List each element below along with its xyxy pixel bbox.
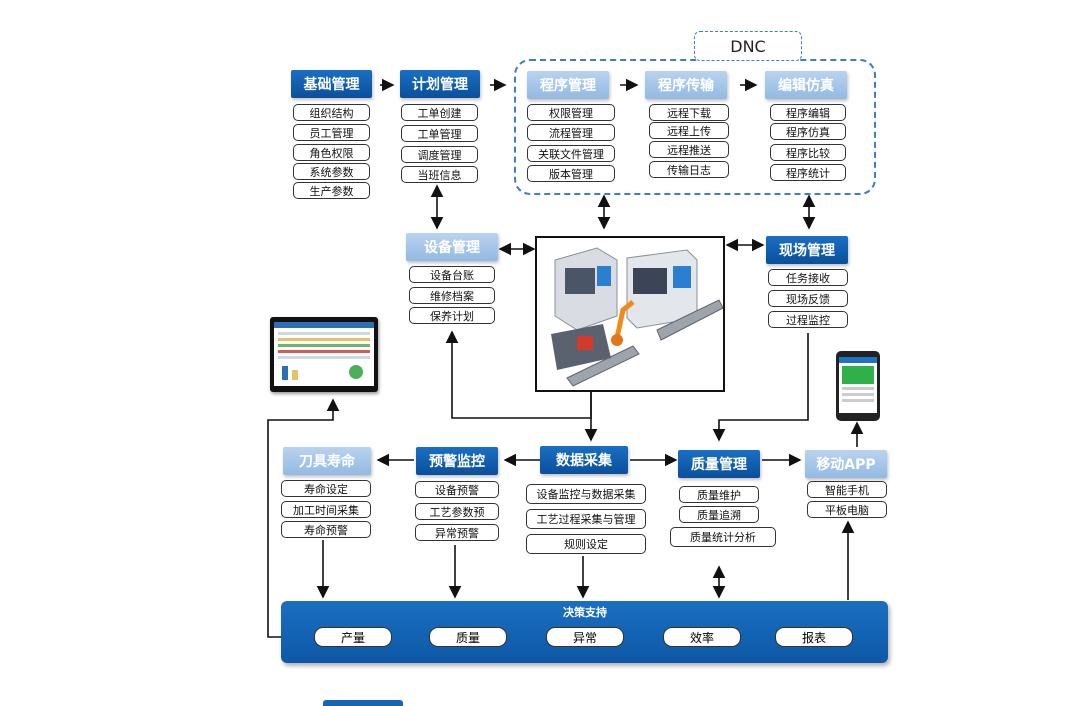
phone-device [836,351,880,421]
program-mgmt-header[interactable]: 程序管理 [527,71,609,99]
alarm-item[interactable]: 工艺参数预 [415,503,499,520]
field-item[interactable]: 任务接收 [768,269,848,286]
decision-pill-quality[interactable]: 质量 [429,627,507,647]
program-mgmt-item[interactable]: 权限管理 [527,104,615,121]
quality-mgmt-header[interactable]: 质量管理 [678,450,760,478]
program-transfer-item[interactable]: 远程推送 [649,141,729,158]
decision-pill-exception[interactable]: 异常 [546,627,624,647]
field-item[interactable]: 过程监控 [768,311,848,328]
dashboard-icon [274,322,374,386]
mobile-item[interactable]: 平板电脑 [807,501,887,518]
equipment-item[interactable]: 设备台账 [409,266,495,283]
decision-pill-report[interactable]: 报表 [775,627,853,647]
mobile-app-header[interactable]: 移动APP [805,450,887,478]
tool-life-item[interactable]: 寿命设定 [281,480,371,497]
plan-mgmt-header[interactable]: 计划管理 [400,70,480,98]
program-transfer-item[interactable]: 远程下载 [649,104,729,121]
edit-sim-item[interactable]: 程序统计 [770,164,846,181]
tool-life-header[interactable]: 刀具寿命 [283,447,371,475]
edit-sim-item[interactable]: 程序比较 [770,144,846,161]
tool-life-item[interactable]: 寿命预警 [281,521,371,538]
basic-item[interactable]: 角色权限 [293,144,370,161]
basic-item[interactable]: 生产参数 [293,182,370,199]
basic-item[interactable]: 系统参数 [293,163,370,180]
program-transfer-item[interactable]: 传输日志 [649,161,729,178]
data-collect-item[interactable]: 规则设定 [526,534,646,554]
decision-support-title: 决策支持 [563,606,607,619]
decision-pill-efficiency[interactable]: 效率 [663,627,741,647]
basic-item[interactable]: 员工管理 [293,124,370,141]
machine-image [535,236,725,392]
alarm-monitor-header[interactable]: 预警监控 [416,447,498,475]
alarm-item[interactable]: 异常预警 [415,524,499,541]
program-transfer-header[interactable]: 程序传输 [645,71,727,99]
monitor-screen [270,317,378,392]
decision-pill-output[interactable]: 产量 [314,627,392,647]
equipment-item[interactable]: 保养计划 [409,307,495,324]
basic-mgmt-header[interactable]: 基础管理 [291,70,372,98]
edit-sim-header[interactable]: 编辑仿真 [765,71,847,99]
cnc-machine-illustration [537,238,724,390]
dnc-label: DNC [694,31,802,61]
dnc-region [514,59,876,195]
data-collect-item[interactable]: 工艺过程采集与管理 [526,509,646,529]
plan-item[interactable]: 工单管理 [401,125,478,142]
quality-item[interactable]: 质量统计分析 [670,527,776,547]
plan-item[interactable]: 当班信息 [401,166,478,183]
data-collect-item[interactable]: 设备监控与数据采集 [526,484,646,504]
plan-item[interactable]: 工单创建 [401,104,478,121]
quality-item[interactable]: 质量维护 [679,486,759,503]
equipment-mgmt-header[interactable]: 设备管理 [406,233,498,261]
program-mgmt-item[interactable]: 版本管理 [527,165,615,182]
field-mgmt-header[interactable]: 现场管理 [766,236,848,264]
program-mgmt-item[interactable]: 关联文件管理 [527,145,615,162]
edit-sim-item[interactable]: 程序编辑 [770,104,846,121]
equipment-item[interactable]: 维修档案 [409,287,495,304]
quality-item[interactable]: 质量追溯 [679,506,759,523]
basic-item[interactable]: 组织结构 [293,104,370,121]
plan-item[interactable]: 调度管理 [401,146,478,163]
edit-sim-item[interactable]: 程序仿真 [770,123,846,140]
alarm-item[interactable]: 设备预警 [415,481,499,498]
mobile-item[interactable]: 智能手机 [807,481,887,498]
program-mgmt-item[interactable]: 流程管理 [527,124,615,141]
tool-life-item[interactable]: 加工时间采集 [281,501,371,518]
bottom-blue-tab [323,700,403,706]
program-transfer-item[interactable]: 远程上传 [649,122,729,139]
data-collect-header[interactable]: 数据采集 [540,446,628,474]
field-item[interactable]: 现场反馈 [768,290,848,307]
